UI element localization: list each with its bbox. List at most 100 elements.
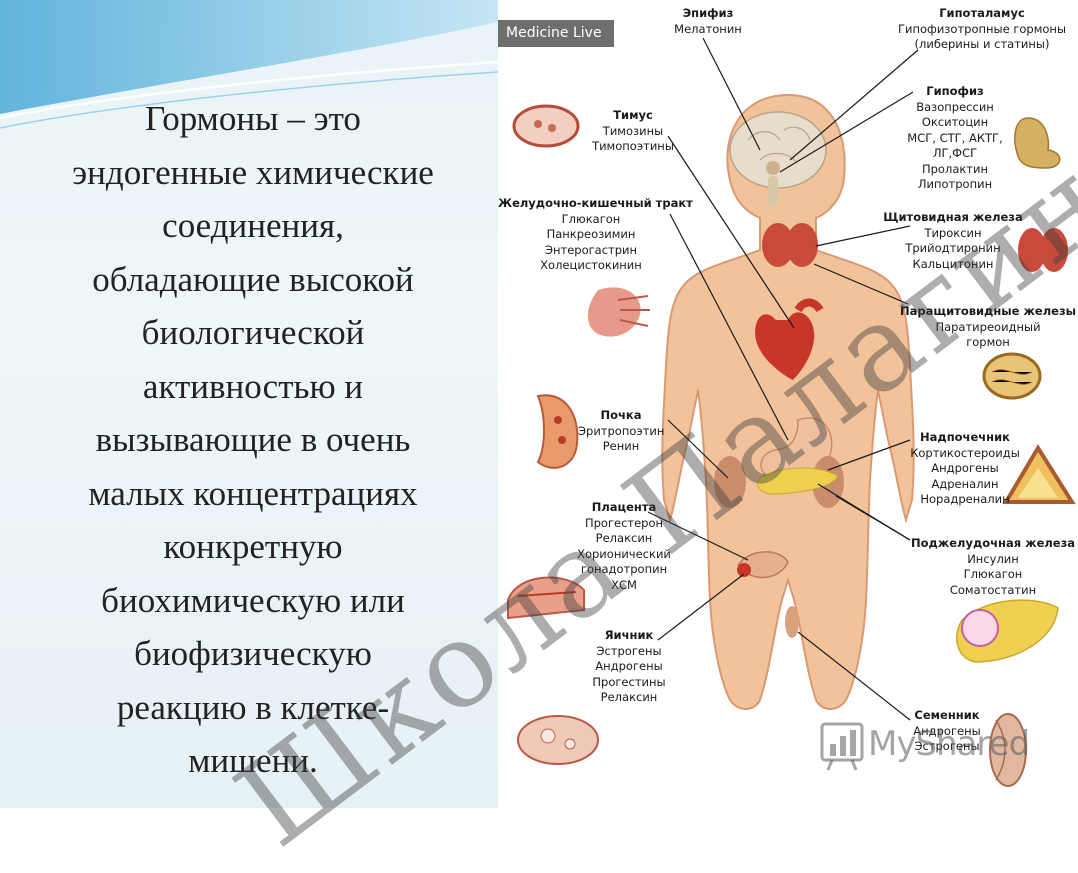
ovary-hormone: Прогестины xyxy=(592,674,666,689)
pancreas-illustration xyxy=(956,599,1059,663)
ovary-hormone: Андрогены xyxy=(595,659,663,673)
myshared-logo-icon xyxy=(820,722,864,771)
definition-line: вызывающие в очень xyxy=(95,420,411,459)
adrenal-hormone: Адреналин xyxy=(931,476,999,491)
definition-line: соединения, xyxy=(162,206,344,245)
adrenal-title: Надпочечник xyxy=(920,430,1010,444)
endocrine-illustration xyxy=(507,37,1076,787)
kidney-title: Почка xyxy=(600,408,642,422)
ovary-illustration xyxy=(517,715,599,765)
pituitary-hormone: Вазопрессин xyxy=(916,99,994,114)
parathyroid-illustration xyxy=(982,352,1042,400)
placenta-title: Плацента xyxy=(591,500,657,514)
definition-line: активностью и xyxy=(142,366,364,406)
label-adrenal: Надпочечник Кортикостероиды Андрогены Ад… xyxy=(904,430,1026,508)
pancreas-hormone: Инсулин xyxy=(967,551,1019,566)
definition-line: эндогенные химические xyxy=(72,152,434,192)
gi-tract-hormone: Панкреозимин xyxy=(546,227,636,241)
pituitary-hormone: Липотропин xyxy=(917,177,993,191)
endocrine-diagram: Эпифиз Мелатонин Гипоталамус Гипофизотро… xyxy=(498,0,1078,808)
brain xyxy=(729,111,827,206)
epiphysis-hormone: Мелатонин xyxy=(674,21,742,36)
thyroid-illustration xyxy=(1018,228,1068,272)
gi-tract-hormone: Холецистокинин xyxy=(540,258,642,272)
adrenal-illustration xyxy=(1002,444,1076,504)
pituitary-hormone: ЛГ,ФСГ xyxy=(932,146,978,160)
pituitary-hormone: Пролактин xyxy=(921,161,989,176)
thymus-title: Тимус xyxy=(613,108,653,122)
label-ovary: Яичник Эстрогены Андрогены Прогестины Ре… xyxy=(584,628,674,706)
ovary-hormone: Релаксин xyxy=(600,690,658,704)
pituitary-title: Гипофиз xyxy=(926,84,984,98)
gi-tract-hormone: Глюкагон xyxy=(561,211,621,226)
thyroid-hormone: Кальцитонин xyxy=(912,256,994,271)
epiphysis-title: Эпифиз xyxy=(682,6,734,20)
thymus-hormone: Тимопоэтины xyxy=(592,139,674,153)
thymus-hormone: Тимозины xyxy=(602,123,664,138)
label-hypothalamus: Гипоталамус Гипофизотропные гормоны (либ… xyxy=(896,6,1068,53)
body-silhouette xyxy=(661,93,915,710)
placenta-hormone: ХСМ xyxy=(611,577,637,592)
placenta-hormone: Хорионический xyxy=(577,546,671,561)
pituitary-hormone: МСГ, СТГ, АКТГ, xyxy=(907,130,1003,145)
definition-panel: Гормоны – это эндогенные химические соед… xyxy=(0,0,498,808)
placenta-hormone: Прогестерон xyxy=(584,515,664,530)
definition-line: биологической xyxy=(141,313,365,352)
parathyroid-hormone: Паратиреоидный xyxy=(935,319,1041,334)
leader-lines xyxy=(647,37,919,721)
pancreas-hormone: Соматостатин xyxy=(949,582,1037,597)
label-kidney: Почка Эритропоэтин Ренин xyxy=(578,408,664,455)
adrenal-hormone: Норадреналин xyxy=(920,492,1010,506)
hypothalamus-title: Гипоталамус xyxy=(939,6,1025,20)
parathyroid-title: Паращитовидные железы xyxy=(900,304,1077,318)
label-thymus: Тимус Тимозины Тимопоэтины xyxy=(588,108,678,155)
definition-line: конкретную xyxy=(163,527,343,566)
hypothalamus-hormone: (либерины и статины) xyxy=(914,37,1050,51)
testis-title: Семенник xyxy=(914,708,980,722)
gi-tract-illustration xyxy=(587,287,650,337)
label-pancreas: Поджелудочная железа Инсулин Глюкагон Со… xyxy=(910,536,1076,598)
label-thyroid: Щитовидная железа Тироксин Трийодтиронин… xyxy=(878,210,1028,272)
label-testis: Семенник Андрогены Эстрогены xyxy=(902,708,992,755)
placenta-hormone: гонадотропин xyxy=(580,562,668,576)
label-parathyroid: Паращитовидные железы Паратиреоидный гор… xyxy=(900,304,1076,351)
definition-line: малых концентрациях xyxy=(88,473,418,513)
pancreas-hormone: Глюкагон xyxy=(963,567,1023,581)
thyroid-hormone: Тироксин xyxy=(924,225,982,240)
placenta-illustration xyxy=(507,576,585,620)
heart xyxy=(755,298,824,380)
parathyroid-hormone: гормон xyxy=(966,335,1010,349)
hypothalamus-hormone: Гипофизотропные гормоны xyxy=(897,21,1067,36)
placenta-hormone: Релаксин xyxy=(595,531,653,545)
gi-tract-hormone: Энтерогастрин xyxy=(544,242,638,257)
hormone-definition: Гормоны – это эндогенные химические соед… xyxy=(8,92,498,788)
thymus-illustration xyxy=(512,104,580,148)
ovary-title: Яичник xyxy=(604,628,654,642)
thyroid-title: Щитовидная железа xyxy=(883,210,1023,224)
definition-line: обладающие высокой xyxy=(92,259,414,299)
label-epiphysis: Эпифиз Мелатонин xyxy=(648,6,768,37)
label-pituitary: Гипофиз Вазопрессин Окситоцин МСГ, СТГ, … xyxy=(896,84,1014,193)
medicine-live-badge: Medicine Live xyxy=(498,20,614,47)
testis-hormone: Андрогены xyxy=(913,723,981,738)
thyroid-gland xyxy=(762,223,818,267)
label-gi-tract: Желудочно-кишечный тракт Глюкагон Панкре… xyxy=(498,196,693,274)
thyroid-hormone: Трийодтиронин xyxy=(905,241,1001,255)
myshared-logo-text: MyShared xyxy=(868,724,1030,764)
pituitary-hormone: Окситоцин xyxy=(921,115,989,129)
testis-illustration xyxy=(989,713,1027,787)
definition-line: биохимическую или xyxy=(101,580,405,620)
reproductive-organs xyxy=(737,551,799,638)
testis-hormone: Эстрогены xyxy=(914,739,980,753)
pancreas xyxy=(757,467,839,495)
adrenal-hormone: Кортикостероиды xyxy=(910,445,1020,460)
ovary-hormone: Эстрогены xyxy=(596,643,662,658)
human-body xyxy=(661,93,915,710)
kidney-hormone: Ренин xyxy=(602,439,640,453)
kidney-illustration xyxy=(536,394,579,469)
adrenal-hormone: Андрогены xyxy=(931,461,999,475)
label-placenta: Плацента Прогестерон Релаксин Хорионичес… xyxy=(574,500,674,593)
decorative-swoosh xyxy=(0,0,498,129)
definition-line: мишени. xyxy=(188,741,318,780)
